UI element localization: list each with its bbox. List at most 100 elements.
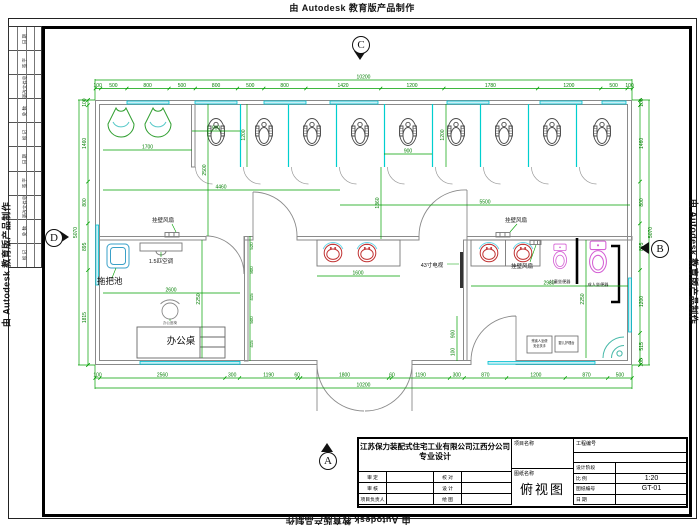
dim-bottom-total: 10200 [357, 383, 371, 389]
dim: 500 [178, 83, 187, 89]
drawing-name-section: 项目名称 图纸名称 俯视图 [512, 439, 574, 505]
scale-value: 1:20 [616, 474, 687, 484]
design-label: 设 计 [434, 483, 462, 494]
dim: 800 [249, 266, 254, 274]
dim: 800 [639, 198, 645, 207]
revision-cell: 更改文件号 [9, 75, 41, 100]
dim: 100 [82, 98, 88, 107]
label-tv: 43寸电视 [421, 261, 444, 269]
revision-cell: 处 数 [9, 99, 41, 124]
dim-right-total: 5070 [648, 227, 654, 238]
marker-a-arrow-icon [321, 443, 333, 452]
revision-cell: 签 字 [9, 172, 41, 196]
project-name-cell: 项目名称 [512, 439, 573, 469]
dim: 100 [625, 83, 634, 89]
leader-lines [111, 223, 537, 321]
wall-boxes [526, 335, 579, 354]
date-label: 日 期 [574, 494, 616, 505]
project-no-cell: 工程编号 [574, 439, 687, 453]
dim: 2500 [202, 164, 208, 175]
dim: 1190 [263, 373, 274, 379]
dim: 100 [94, 83, 103, 89]
sink [512, 241, 534, 263]
grab-bar [611, 244, 621, 304]
revision-strip: 日 期 签 字 更改文件号 处 数 标 记 日 期 签 字 更改文件号 处 数 … [8, 26, 42, 268]
urinal [107, 107, 135, 138]
dim: 1460 [639, 138, 645, 149]
project-no-label: 工程编号 [576, 442, 597, 447]
marker-d-arrow-icon [60, 231, 69, 243]
wall-fan-symbols [164, 232, 542, 245]
project-no-value [574, 453, 687, 463]
dim: 100 [93, 373, 102, 379]
squat-toilet [543, 118, 561, 146]
dim: 100 [451, 348, 457, 357]
sink-counters [316, 239, 541, 267]
squat-toilet [447, 118, 465, 146]
dim: 300 [453, 373, 462, 379]
dim: 415 [249, 293, 254, 301]
marker-a-letter: A [324, 455, 332, 467]
dim: 1815 [82, 312, 88, 323]
dim: 2600 [165, 288, 176, 294]
sheet-no-value: GT-01 [616, 484, 687, 495]
drawing-frame [42, 26, 692, 517]
dim: 2980 [543, 281, 554, 287]
dim: 1800 [339, 373, 350, 379]
dim: 415 [249, 340, 254, 348]
squat-toilet [303, 118, 321, 146]
dim: 870 [582, 373, 591, 379]
revision-cell: 签 字 [9, 51, 41, 76]
label-mop-pool: 拖把池 [97, 276, 123, 286]
company-cell: 江苏保力装配式住宅工业有限公司江西分公司 专业设计 [359, 439, 512, 472]
dim: 2250 [196, 293, 202, 304]
marker-d: D [45, 229, 63, 247]
marker-b-letter: B [656, 243, 664, 255]
draft-value [462, 494, 512, 505]
corner-basin [602, 336, 625, 359]
stall-doors [195, 166, 597, 185]
label-adult-toilet: 成人坐便器 [588, 281, 610, 288]
company-name: 江苏保力装配式住宅工业有限公司江西分公司 [360, 442, 510, 451]
mop-pool [106, 243, 130, 269]
label-wall-fan: 挂壁风扇 [152, 216, 174, 224]
squat-toilet [593, 118, 611, 146]
watermark-bottom: 由 Autodesk 教育版产品制作 [285, 515, 411, 525]
company-subtitle: 专业设计 [419, 452, 451, 461]
dim: 800 [82, 198, 88, 207]
dim-left-total: 5070 [73, 227, 79, 238]
dim: 2560 [157, 373, 168, 379]
dim: 515 [639, 342, 645, 351]
dim: 500 [249, 316, 254, 324]
marker-a: A [319, 452, 337, 470]
dim: 800 [143, 83, 152, 89]
watermark-right: 由 Autodesk 教育版产品制作 [688, 198, 699, 325]
dim: 4460 [215, 185, 226, 191]
dim: 1200 [440, 129, 446, 140]
sheet-outer-border [8, 18, 697, 519]
dim: 5500 [479, 200, 490, 206]
proof-value [462, 472, 512, 483]
sink [356, 241, 378, 263]
sheet-info-section: 工程编号 设计阶段 比 例 1:20 图纸编号 GT-01 日 期 [574, 439, 687, 505]
marker-b-arrow-icon [640, 242, 649, 254]
door-jambs [316, 360, 517, 365]
marker-b: B [651, 240, 669, 258]
dim: 500 [609, 83, 618, 89]
dim: 60 [294, 373, 300, 379]
revision-cell: 标 记 [9, 123, 41, 148]
watermark-left: 由 Autodesk 教育版产品制作 [1, 201, 12, 328]
label-box1: 安全扶手 [533, 343, 547, 348]
entrance-opening [317, 359, 412, 366]
design-value [462, 483, 512, 494]
revision-strip-divider [17, 27, 18, 267]
approve-value [387, 472, 434, 483]
drawing-name-label: 图纸名称 [514, 472, 535, 477]
approve-label: 审 定 [359, 472, 387, 483]
dim: 900 [404, 149, 413, 155]
revision-cell: 处 数 [9, 220, 41, 244]
office-desk-symbol [136, 326, 226, 359]
adult-toilet [589, 240, 607, 274]
